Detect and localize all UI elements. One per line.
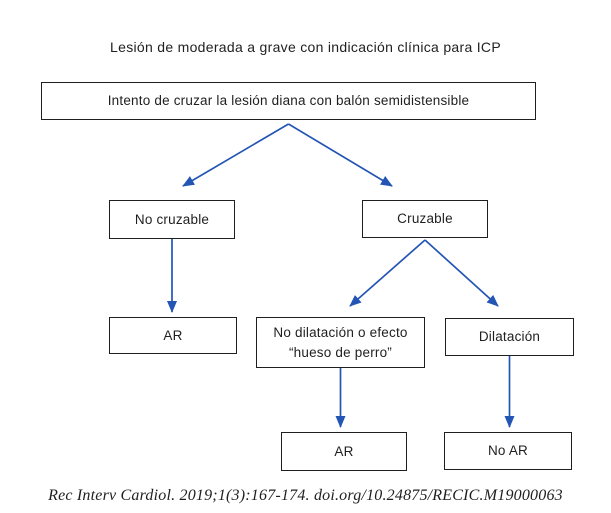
- node-ar-after-no-cruzable: AR: [109, 317, 237, 354]
- node-no-cruzable: No cruzable: [109, 200, 235, 239]
- citation-text: Rec Interv Cardiol. 2019;1(3):167-174. d…: [48, 487, 563, 504]
- figure-title: Lesión de moderada a grave con indicació…: [110, 39, 501, 55]
- node-ar-after-no-dilatacion: AR: [281, 432, 407, 471]
- node-intento-cruzar: Intento de cruzar la lesión diana con ba…: [41, 82, 536, 120]
- arrow-root-to-no-cruzable-icon: [182, 123, 289, 187]
- arrow-root-to-cruzable-icon: [288, 123, 393, 187]
- node-dilatacion: Dilatación: [445, 318, 574, 356]
- arrow-cruzable-to-no-dilatacion-icon: [349, 239, 426, 307]
- node-no-ar: No AR: [444, 432, 572, 470]
- node-cruzable: Cruzable: [362, 200, 488, 238]
- node-no-dilatacion: No dilatación o efecto “hueso de perro”: [256, 317, 425, 368]
- arrow-cruzable-to-dilatacion-icon: [424, 239, 499, 307]
